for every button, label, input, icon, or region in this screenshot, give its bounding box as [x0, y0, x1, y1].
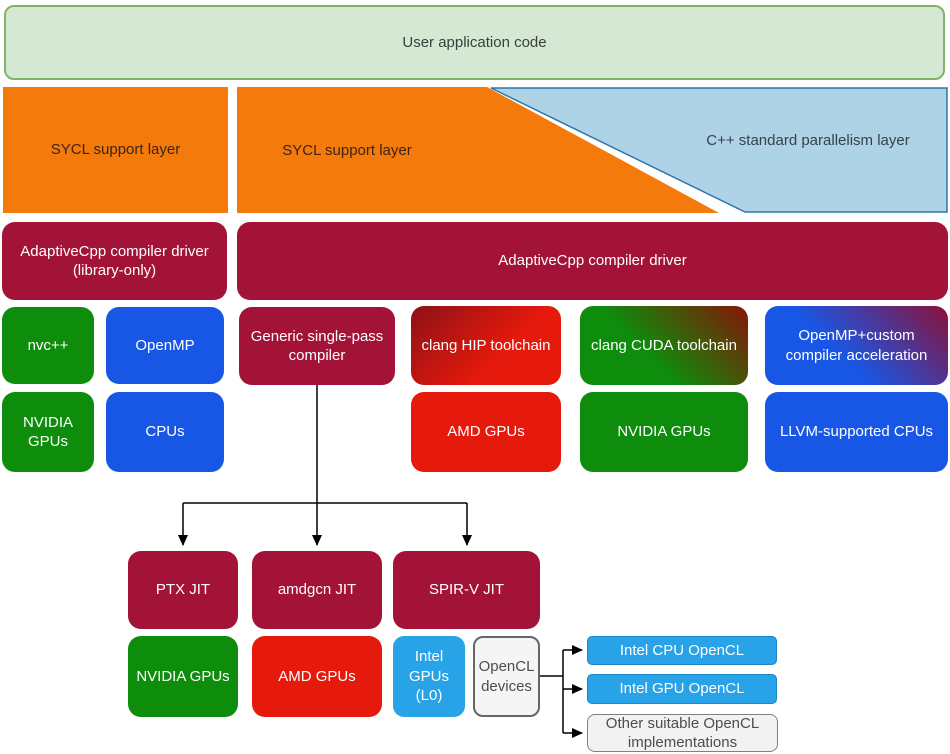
- node-intel-gpu-opencl: Intel GPU OpenCL: [587, 674, 777, 704]
- node-acpp-driver-library-only: AdaptiveCpp compiler driver (library-onl…: [2, 222, 227, 300]
- node-nvidia-gpus-nvcpp: NVIDIA GPUs: [2, 392, 94, 472]
- node-amd-gpus-hip: AMD GPUs: [411, 392, 561, 472]
- node-ptx-jit: PTX JIT: [128, 551, 238, 629]
- node-nvcpp: nvc++: [2, 307, 94, 384]
- node-cpp-std-parallelism-label: C++ standard parallelism layer: [706, 132, 910, 149]
- node-other-opencl-implementations: Other suitable OpenCL implementations: [587, 714, 778, 752]
- node-clang-hip-toolchain: clang HIP toolchain: [411, 306, 561, 385]
- node-generic-single-pass-compiler: Generic single-pass compiler: [239, 307, 395, 385]
- node-amdgcn-jit: amdgcn JIT: [252, 551, 382, 629]
- node-opencl-devices: OpenCL devices: [473, 636, 540, 717]
- node-intel-gpus-l0: Intel GPUs (L0): [393, 636, 465, 717]
- node-nvidia-gpus-cuda: NVIDIA GPUs: [580, 392, 748, 472]
- node-spirv-jit: SPIR-V JIT: [393, 551, 540, 629]
- node-openmp-custom-acceleration: OpenMP+custom compiler acceleration: [765, 306, 948, 385]
- node-amd-gpus-amdgcn: AMD GPUs: [252, 636, 382, 717]
- node-cpus: CPUs: [106, 392, 224, 472]
- node-openmp: OpenMP: [106, 307, 224, 384]
- sycl-support-layer-mid-shape: [237, 87, 719, 213]
- node-clang-cuda-toolchain: clang CUDA toolchain: [580, 306, 748, 385]
- cpp-std-parallelism-shape: [490, 87, 948, 213]
- node-sycl-support-layer-left: SYCL support layer: [3, 87, 228, 213]
- node-acpp-driver: AdaptiveCpp compiler driver: [237, 222, 948, 300]
- node-llvm-supported-cpus: LLVM-supported CPUs: [765, 392, 948, 472]
- node-nvidia-gpus-ptx: NVIDIA GPUs: [128, 636, 238, 717]
- node-user-application-code: User application code: [4, 5, 945, 80]
- node-intel-cpu-opencl: Intel CPU OpenCL: [587, 636, 777, 665]
- node-sycl-support-layer-mid-label: SYCL support layer: [282, 142, 412, 159]
